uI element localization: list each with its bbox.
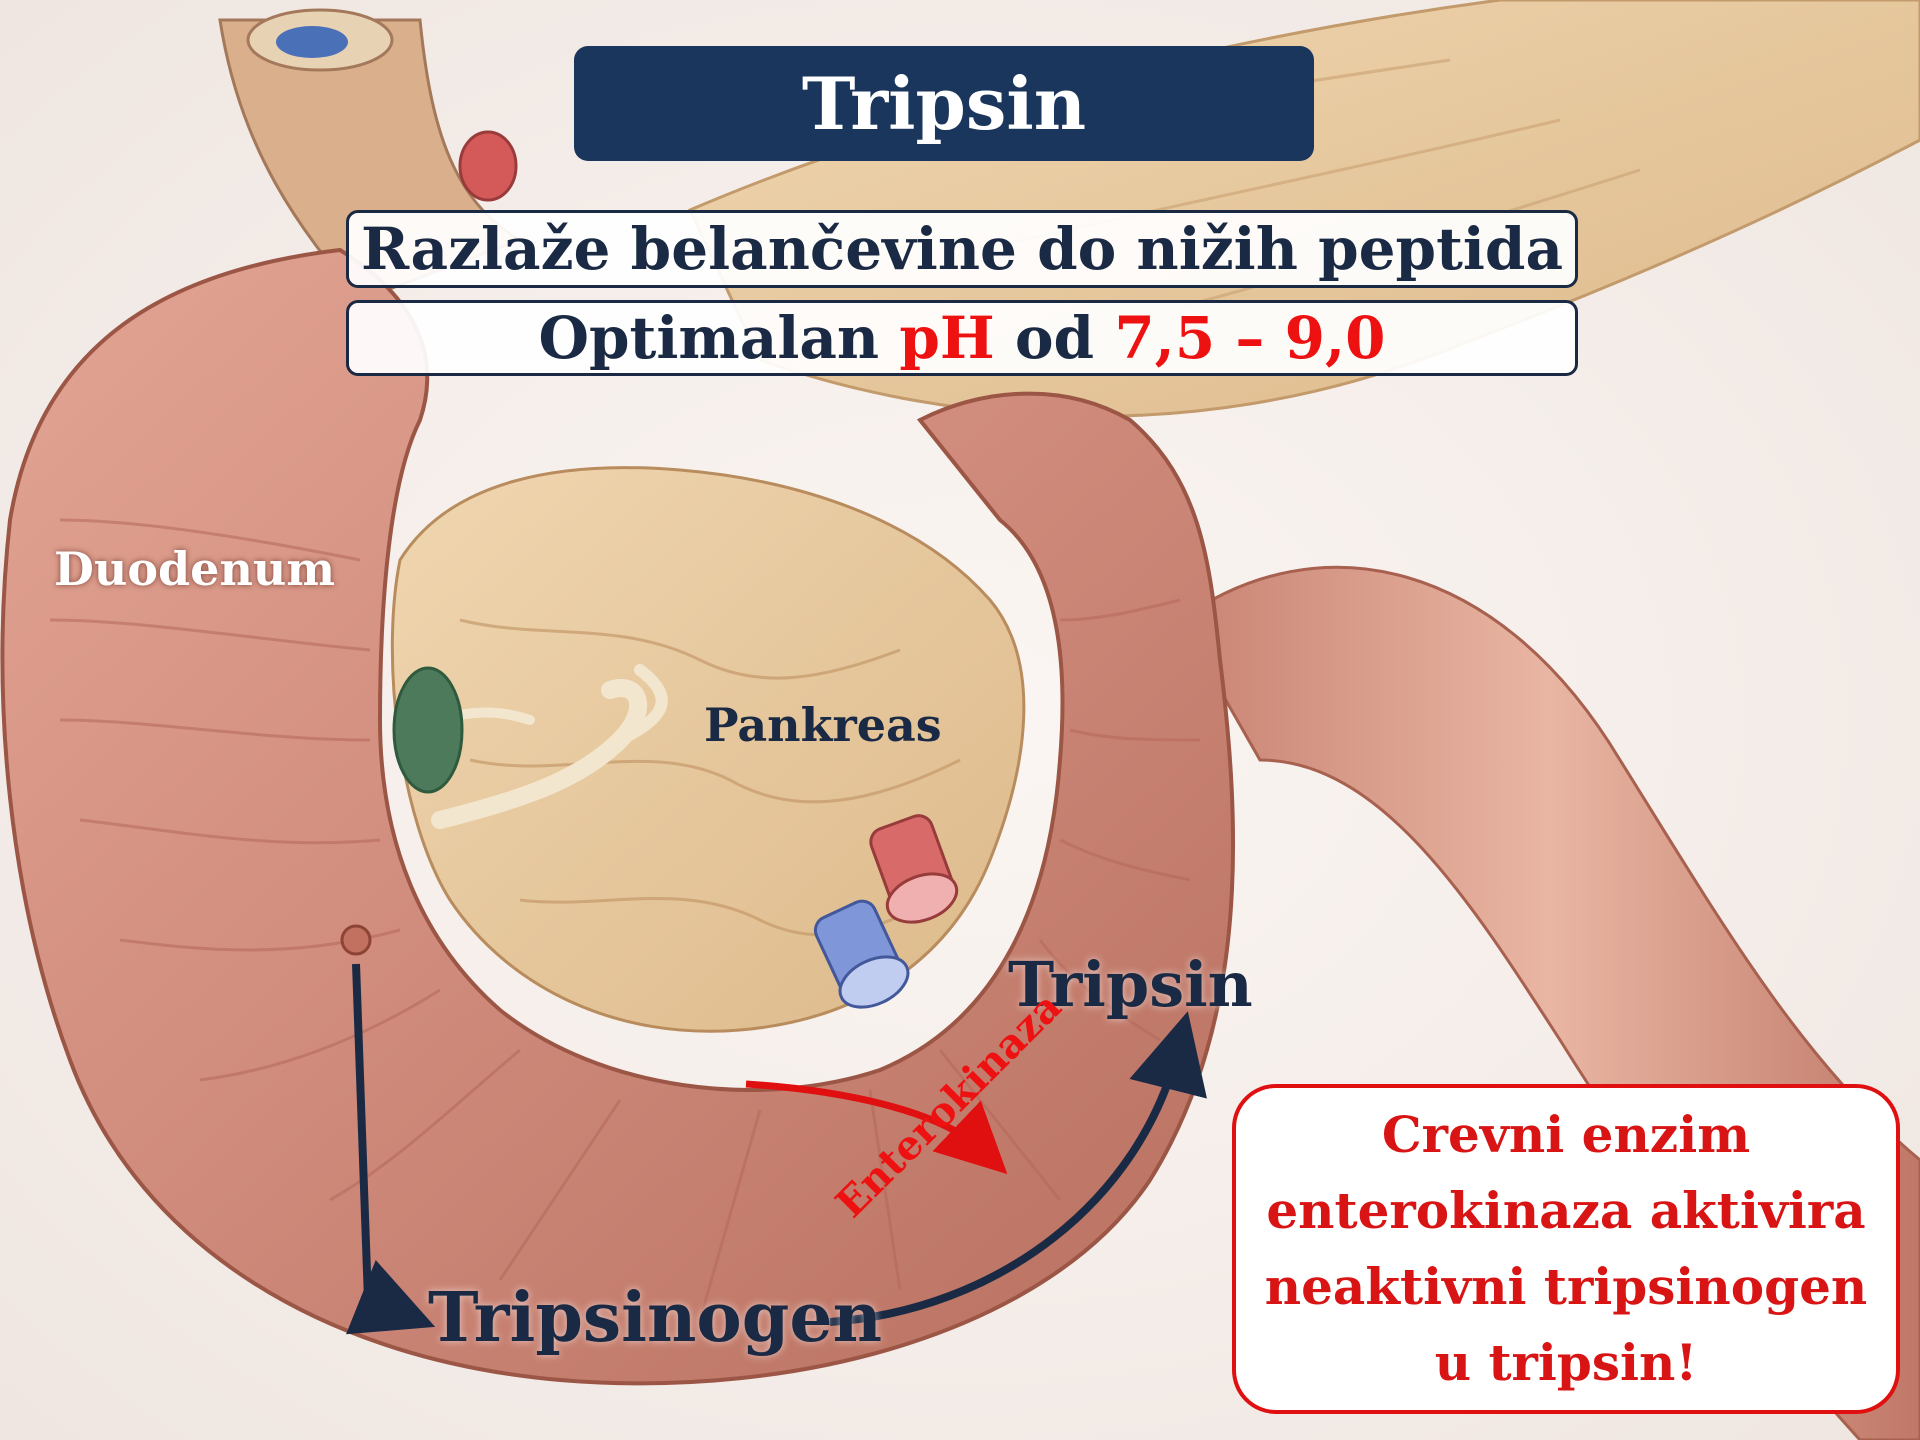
ph-range: 7,5 – 9,0 [1114, 304, 1385, 372]
note-line-4: u tripsin! [1435, 1325, 1698, 1401]
fact-box-ph: Optimalan pH od 7,5 – 9,0 [346, 300, 1578, 376]
note-line-1: Crevni enzim [1382, 1097, 1750, 1173]
fact-ph-text: Optimalan pH od 7,5 – 9,0 [538, 304, 1385, 372]
ph-mid: od [1015, 304, 1094, 372]
duodenal-papilla [342, 926, 370, 954]
bile-duct-vessel [394, 668, 462, 792]
note-box: Crevni enzim enterokinaza aktivira neakt… [1232, 1084, 1900, 1414]
title-banner: Tripsin [574, 46, 1314, 161]
note-line-2: enterokinaza aktivira [1266, 1173, 1865, 1249]
label-pancreas: Pankreas [704, 698, 942, 752]
note-line-3: neaktivni tripsinogen [1265, 1249, 1867, 1325]
page-title: Tripsin [802, 61, 1086, 146]
fact-box-function: Razlaže belančevine do nižih peptida [346, 210, 1578, 288]
label-duodenum: Duodenum [54, 542, 335, 596]
ph-prefix: Optimalan [538, 304, 879, 372]
label-trypsinogen: Tripsinogen [428, 1278, 882, 1358]
ph-label: pH [899, 304, 994, 372]
fact-function-text: Razlaže belančevine do nižih peptida [361, 215, 1563, 283]
